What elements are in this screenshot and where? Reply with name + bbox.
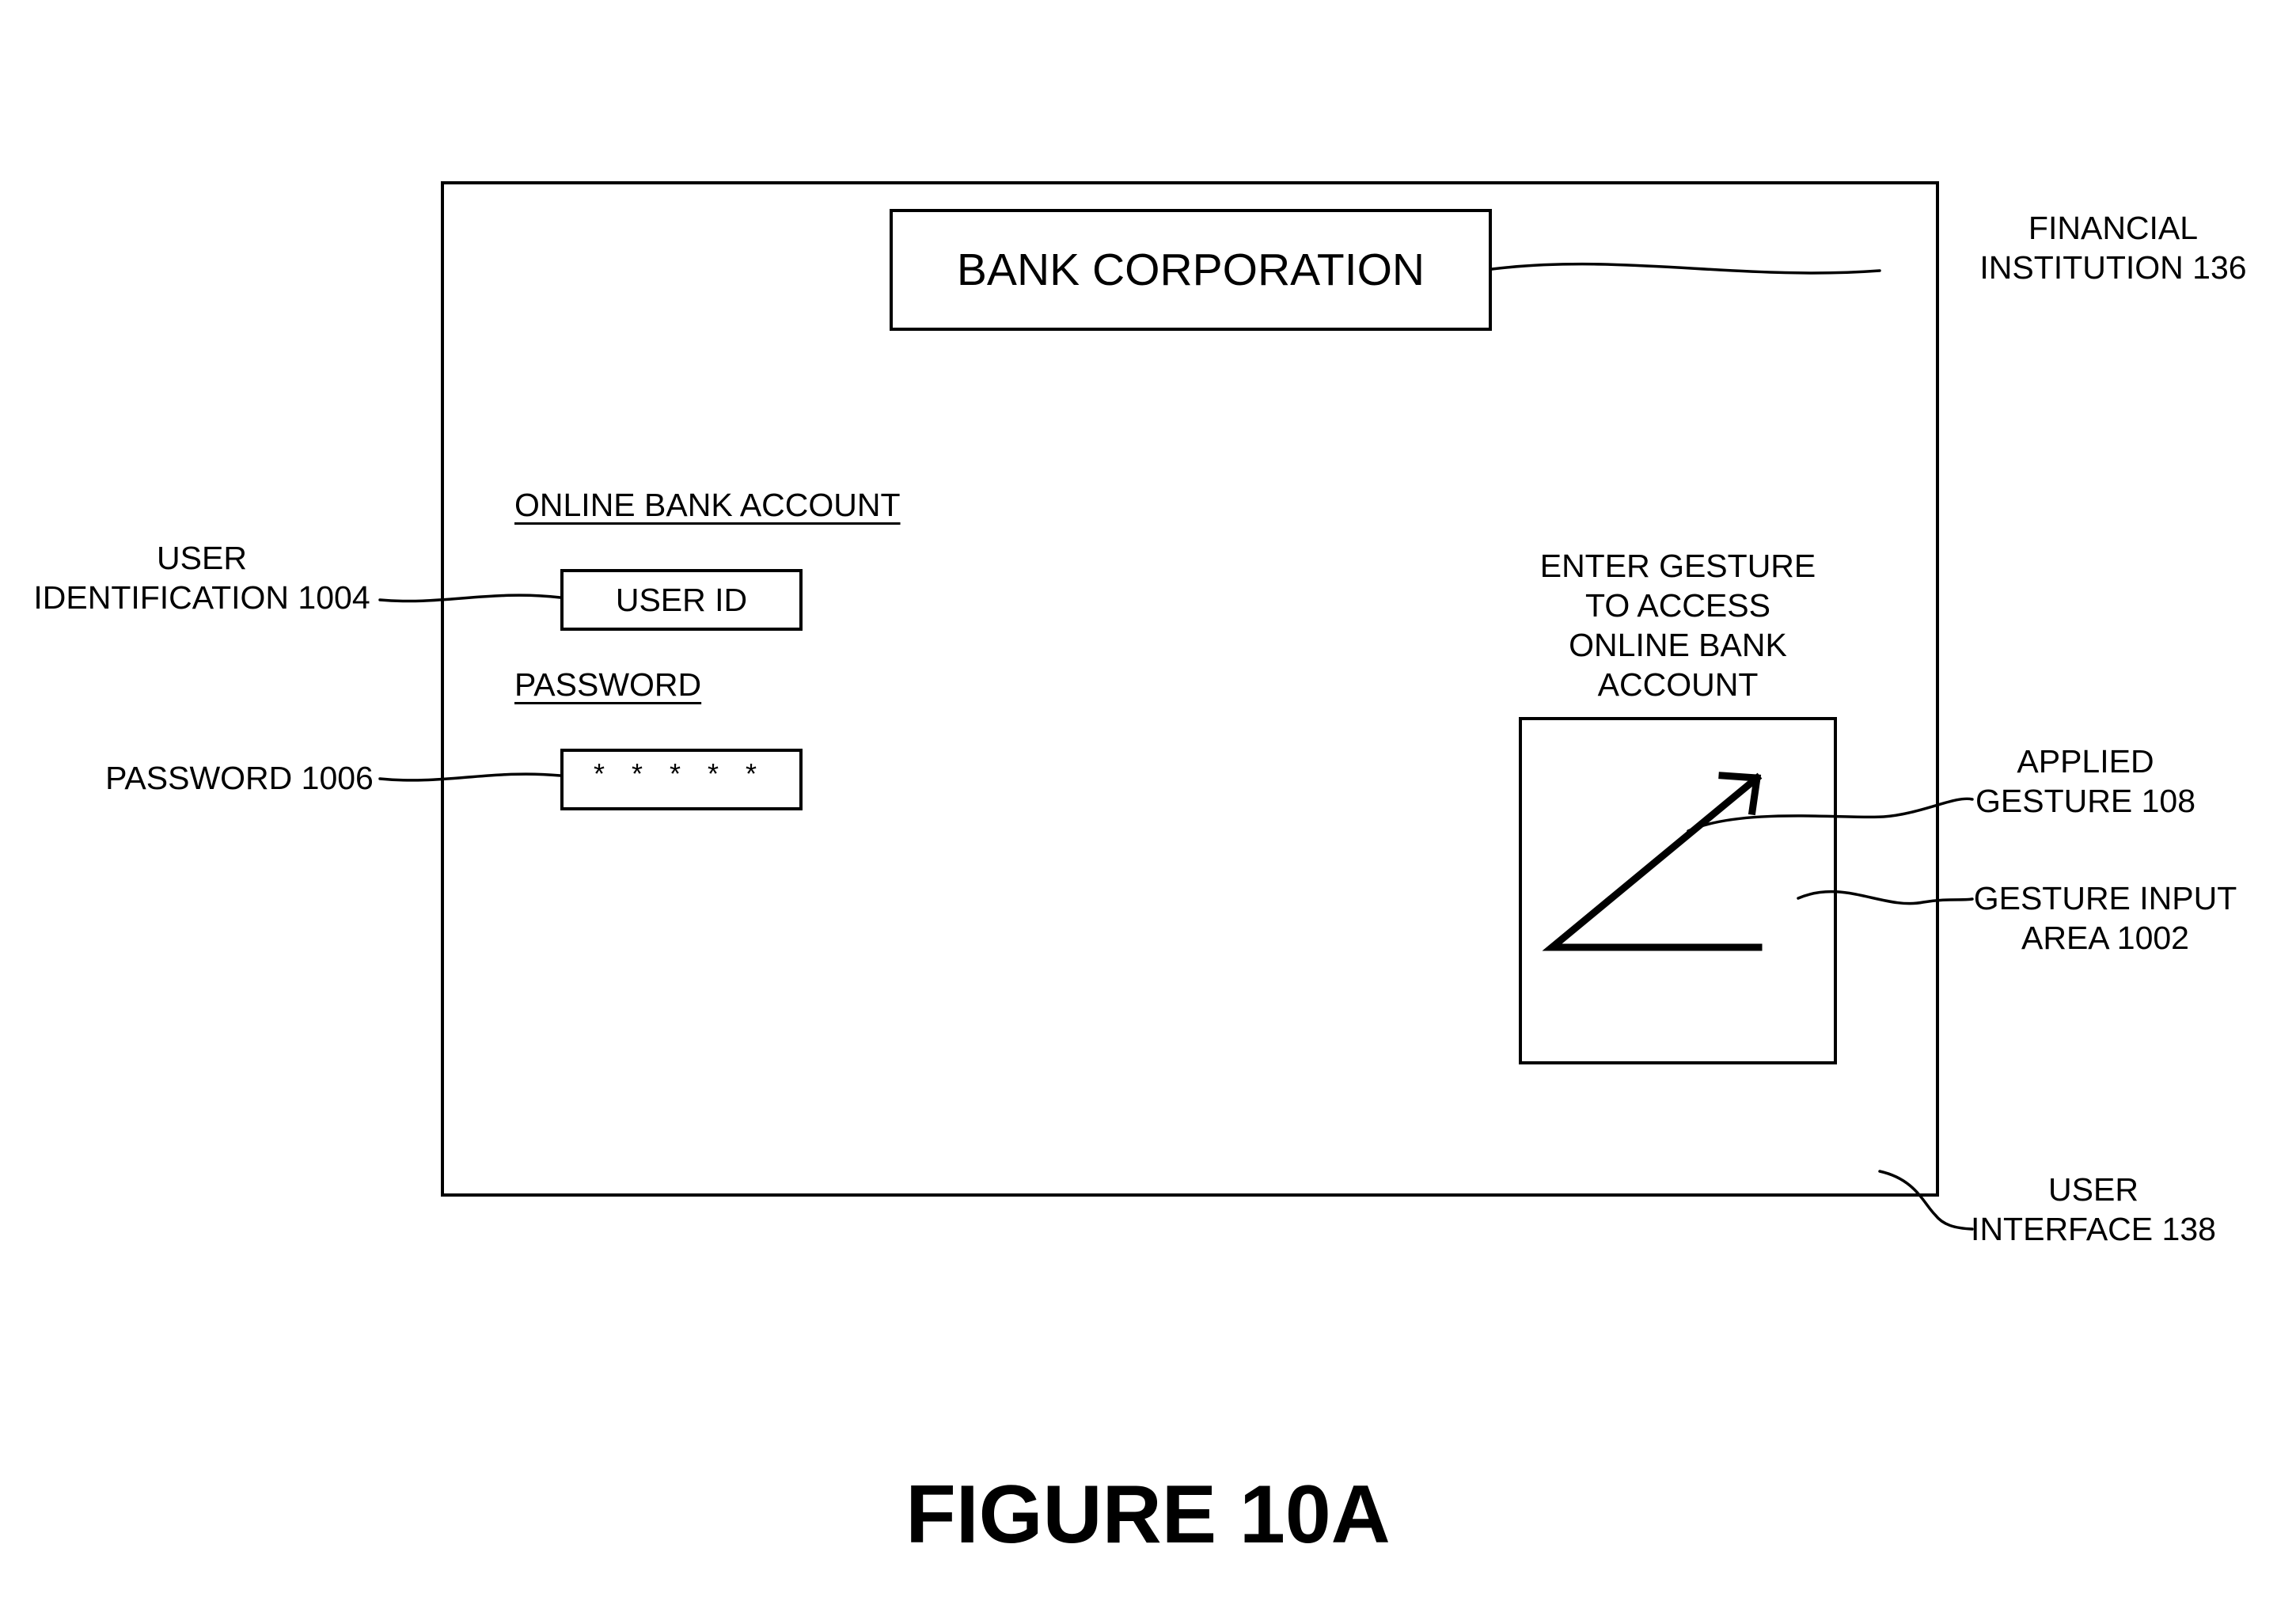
callout-line: PASSWORD 1006	[87, 758, 392, 798]
callout-line: AREA 1002	[1899, 918, 2296, 958]
callout-line: GESTURE 108	[1884, 781, 2287, 821]
gesture-instruction-line: ENTER GESTURE	[1480, 546, 1876, 586]
callout-line: APPLIED	[1884, 742, 2287, 781]
gesture-input-area[interactable]	[1519, 717, 1837, 1064]
callout-line: IDENTIFICATION 1004	[0, 578, 404, 617]
user-id-field[interactable]: USER ID	[560, 569, 803, 631]
figure-title: FIGURE 10A	[0, 1468, 2296, 1562]
password-label: PASSWORD	[514, 666, 701, 704]
user-id-field-text: USER ID	[616, 582, 747, 619]
callout-user-interface: USER INTERFACE 138	[1892, 1170, 2295, 1249]
password-field-mask: * * * * *	[594, 757, 766, 791]
callout-user-identification: USER IDENTIFICATION 1004	[0, 538, 404, 617]
gesture-instruction-line: ACCOUNT	[1480, 665, 1876, 704]
gesture-instruction-line: TO ACCESS	[1480, 586, 1876, 625]
callout-applied-gesture: APPLIED GESTURE 108	[1884, 742, 2287, 821]
financial-institution-name: BANK CORPORATION	[957, 244, 1425, 296]
callout-line: INSTITUTION 136	[1880, 248, 2296, 287]
gesture-instruction-line: ONLINE BANK	[1480, 625, 1876, 665]
financial-institution-box: BANK CORPORATION	[890, 209, 1492, 331]
callout-password: PASSWORD 1006	[87, 758, 392, 798]
callout-line: USER	[0, 538, 404, 578]
callout-line: FINANCIAL	[1880, 208, 2296, 248]
gesture-instruction: ENTER GESTURE TO ACCESS ONLINE BANK ACCO…	[1480, 546, 1876, 704]
callout-line: USER	[1892, 1170, 2295, 1209]
callout-financial-institution: FINANCIAL INSTITUTION 136	[1880, 208, 2296, 287]
password-field[interactable]: * * * * *	[560, 749, 803, 810]
callout-line: INTERFACE 138	[1892, 1209, 2295, 1249]
callout-line: GESTURE INPUT	[1899, 878, 2296, 918]
online-bank-account-label: ONLINE BANK ACCOUNT	[514, 487, 901, 524]
callout-gesture-input-area: GESTURE INPUT AREA 1002	[1899, 878, 2296, 958]
